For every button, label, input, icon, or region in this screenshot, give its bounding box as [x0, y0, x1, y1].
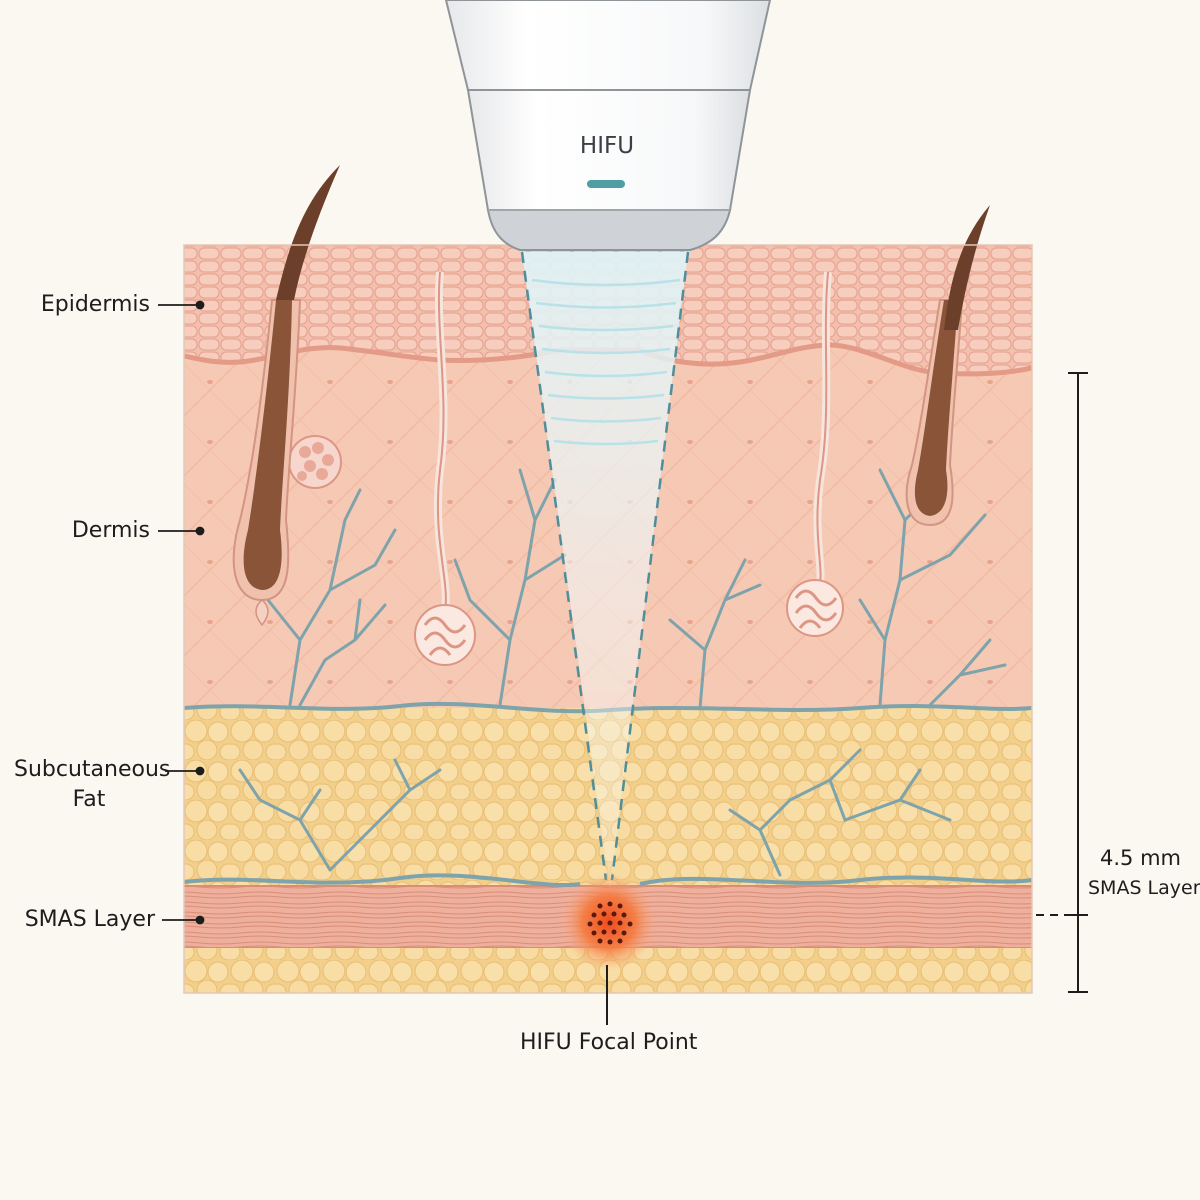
fat-capillaries	[238, 748, 952, 877]
sweat-gland	[414, 271, 476, 666]
subcutaneous-label-line1: Subcutaneous	[14, 757, 171, 782]
depth-scale	[1036, 372, 1088, 993]
sweat-gland	[786, 271, 844, 637]
hifu-transducer: HIFU	[444, 0, 772, 251]
epidermis-label: Epidermis	[40, 292, 150, 317]
layer-leaders	[158, 300, 205, 925]
dermis-label: Dermis	[71, 518, 150, 543]
focal-point	[561, 874, 657, 1025]
device-label: HIFU	[580, 133, 634, 159]
hair-follicle	[232, 299, 302, 627]
capillary-network	[248, 468, 1007, 710]
smas-layer-label: SMAS Layer	[24, 907, 155, 932]
hair-follicle	[905, 299, 964, 527]
subcutaneous-fat-label: Subcutaneous Fat	[14, 755, 171, 815]
hair-shaft	[944, 205, 990, 330]
focal-point-label: HIFU Focal Point	[520, 1030, 698, 1055]
indicator-light	[587, 180, 625, 188]
sebaceous-gland	[288, 435, 342, 489]
depth-annotation: 4.5 mm SMAS Layer	[1088, 843, 1200, 903]
depth-value: 4.5 mm	[1100, 846, 1181, 870]
fat-vessel	[184, 873, 1032, 888]
hair-shaft	[276, 165, 340, 300]
ultrasound-beam	[520, 251, 690, 890]
subcutaneous-label-line2: Fat	[72, 787, 106, 812]
depth-layer: SMAS Layer	[1088, 877, 1200, 899]
